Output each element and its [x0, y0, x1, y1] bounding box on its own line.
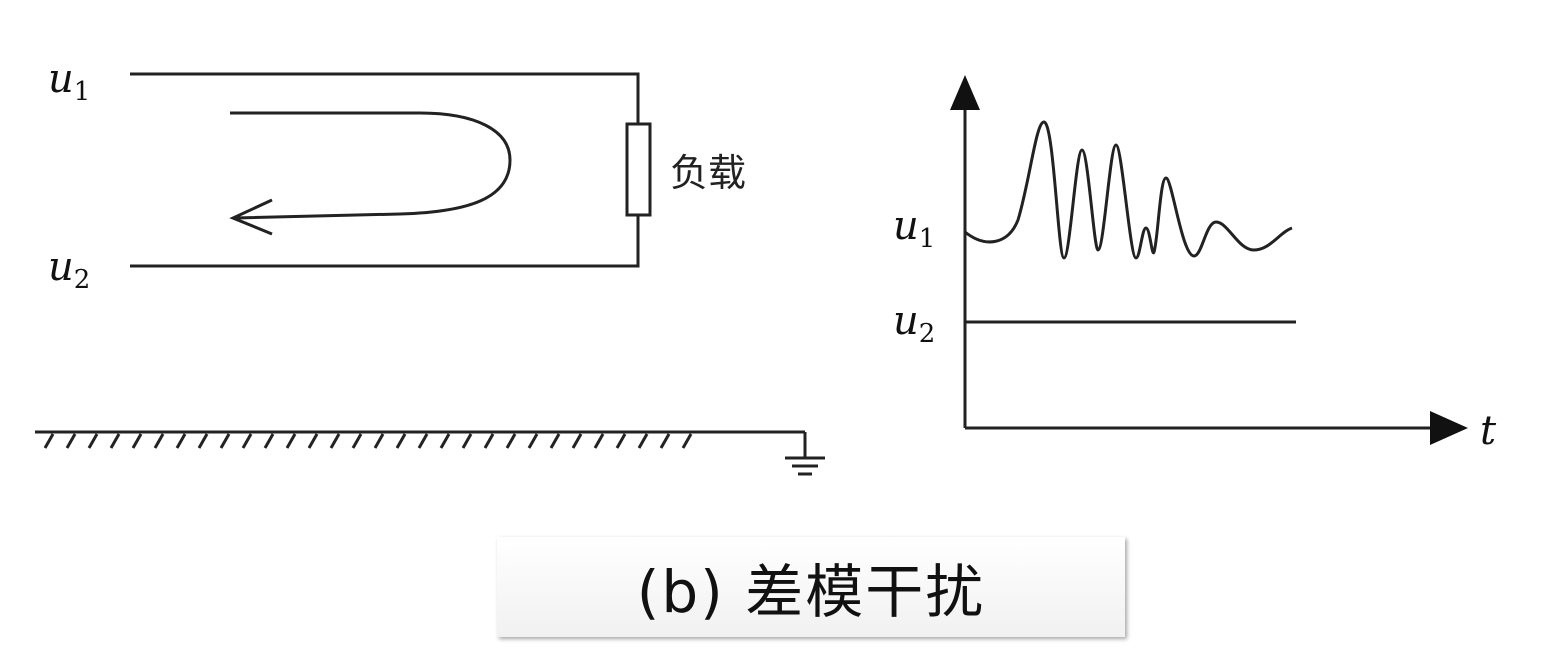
upper-conductor	[130, 72, 640, 124]
ground-icon	[785, 456, 825, 476]
load-label: 负载	[670, 151, 746, 195]
ground-hatch-mark	[175, 433, 187, 449]
ground-hatch-mark	[109, 433, 121, 449]
ground-hatch-mark	[417, 433, 429, 449]
ground-hatch-mark	[153, 433, 165, 449]
ground-hatch-mark	[307, 433, 319, 449]
waveform-u2-label-main: u	[893, 298, 919, 344]
waveform-u2-label-sub: 2	[919, 319, 936, 349]
ground-hatch-mark	[373, 433, 385, 449]
waveform-u1-label: u1	[893, 203, 935, 254]
ground-hatch-mark	[131, 433, 143, 449]
ground-hatch-mark	[263, 433, 275, 449]
time-axis-arrow-icon	[1430, 411, 1468, 445]
ground-hatch-mark	[681, 433, 693, 449]
ground-hatch-mark	[241, 433, 253, 449]
ground-hatch-mark	[351, 433, 363, 449]
ground-hatch-mark	[395, 433, 407, 449]
ground-hatch-mark	[659, 433, 671, 449]
ground-hatch-mark	[43, 433, 55, 449]
ground-hatch-mark	[87, 433, 99, 449]
waveform-diagram: t u1 u2	[893, 75, 1497, 454]
time-axis-label: t	[1480, 408, 1497, 454]
waveform-u2-label: u2	[893, 298, 935, 349]
figure-caption: (b) 差模干扰	[497, 537, 1125, 637]
ground-hatch-mark	[65, 433, 77, 449]
line1-label-main: u	[48, 56, 74, 102]
ground-hatch-mark	[329, 433, 341, 449]
ground-hatch-mark	[615, 433, 627, 449]
circuit-diagram: u1 u2 负载	[35, 56, 825, 476]
line1-label: u1	[48, 56, 90, 107]
ground-hatch-mark	[527, 433, 539, 449]
ground-hatch-mark	[197, 433, 209, 449]
current-loop-arrowhead	[229, 198, 273, 236]
voltage-axis-arrow-icon	[950, 75, 980, 110]
current-loop-arrow	[230, 111, 512, 220]
load-resistor	[625, 122, 652, 217]
ground-plane	[35, 430, 807, 458]
line1-label-sub: 1	[74, 77, 91, 107]
line2-label: u2	[48, 244, 90, 295]
ground-hatch-mark	[285, 433, 297, 449]
ground-hatch-mark	[549, 433, 561, 449]
ground-hatch-mark	[461, 433, 473, 449]
ground-hatch-mark	[571, 433, 583, 449]
line2-label-sub: 2	[74, 265, 91, 295]
figure-caption-text: (b) 差模干扰	[636, 558, 986, 626]
waveform-u1-label-sub: 1	[919, 224, 936, 254]
line2-label-main: u	[48, 244, 74, 290]
ground-hatch-mark	[219, 433, 231, 449]
ground-hatch-mark	[593, 433, 605, 449]
ground-hatch-mark	[505, 433, 517, 449]
lower-conductor	[130, 215, 640, 268]
ground-hatch-mark	[483, 433, 495, 449]
waveform-u1-label-main: u	[893, 203, 919, 249]
u1-noisy-trace	[964, 120, 1293, 260]
ground-hatch-mark	[439, 433, 451, 449]
ground-hatch-mark	[637, 433, 649, 449]
